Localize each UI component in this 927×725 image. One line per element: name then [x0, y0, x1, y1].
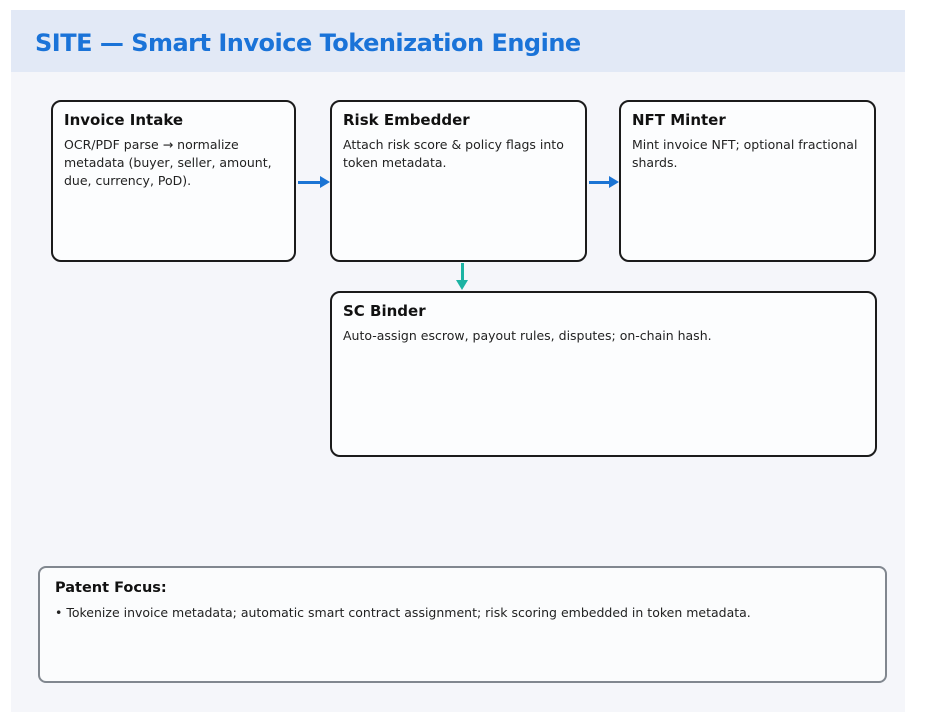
node-invoice-intake-title: Invoice Intake	[64, 111, 184, 129]
patent-focus-bullet: • Tokenize invoice metadata; automatic s…	[55, 605, 751, 620]
arrow-head-down-icon	[456, 280, 468, 290]
arrow-head-right-icon	[609, 176, 619, 188]
node-nft-minter-body: Mint invoice NFT; optional fractional sh…	[632, 137, 858, 170]
arrow-intake-to-embedder	[298, 176, 330, 188]
node-sc-binder-title: SC Binder	[343, 302, 426, 320]
node-sc-binder-body: Auto-assign escrow, payout rules, disput…	[343, 328, 712, 343]
figure-canvas: SITE — Smart Invoice Tokenization Engine…	[11, 10, 905, 712]
node-sc-binder: SC Binder Auto-assign escrow, payout rul…	[330, 291, 877, 457]
arrow-shaft	[461, 263, 464, 281]
arrow-shaft	[298, 181, 321, 184]
arrow-embedder-to-binder	[456, 263, 468, 290]
arrow-embedder-to-minter	[589, 176, 619, 188]
node-risk-embedder: Risk Embedder Attach risk score & policy…	[330, 100, 587, 262]
node-risk-embedder-body: Attach risk score & policy flags into to…	[343, 137, 564, 170]
node-nft-minter: NFT Minter Mint invoice NFT; optional fr…	[619, 100, 876, 262]
arrow-shaft	[589, 181, 610, 184]
arrow-head-right-icon	[320, 176, 330, 188]
patent-focus-title: Patent Focus:	[55, 580, 167, 596]
node-risk-embedder-title: Risk Embedder	[343, 111, 470, 129]
header-band	[11, 10, 905, 72]
page-title: SITE — Smart Invoice Tokenization Engine	[35, 29, 581, 57]
node-nft-minter-title: NFT Minter	[632, 111, 726, 129]
patent-focus-panel: Patent Focus: • Tokenize invoice metadat…	[38, 566, 887, 683]
node-invoice-intake: Invoice Intake OCR/PDF parse → normalize…	[51, 100, 296, 262]
node-invoice-intake-body: OCR/PDF parse → normalize metadata (buye…	[64, 137, 272, 188]
